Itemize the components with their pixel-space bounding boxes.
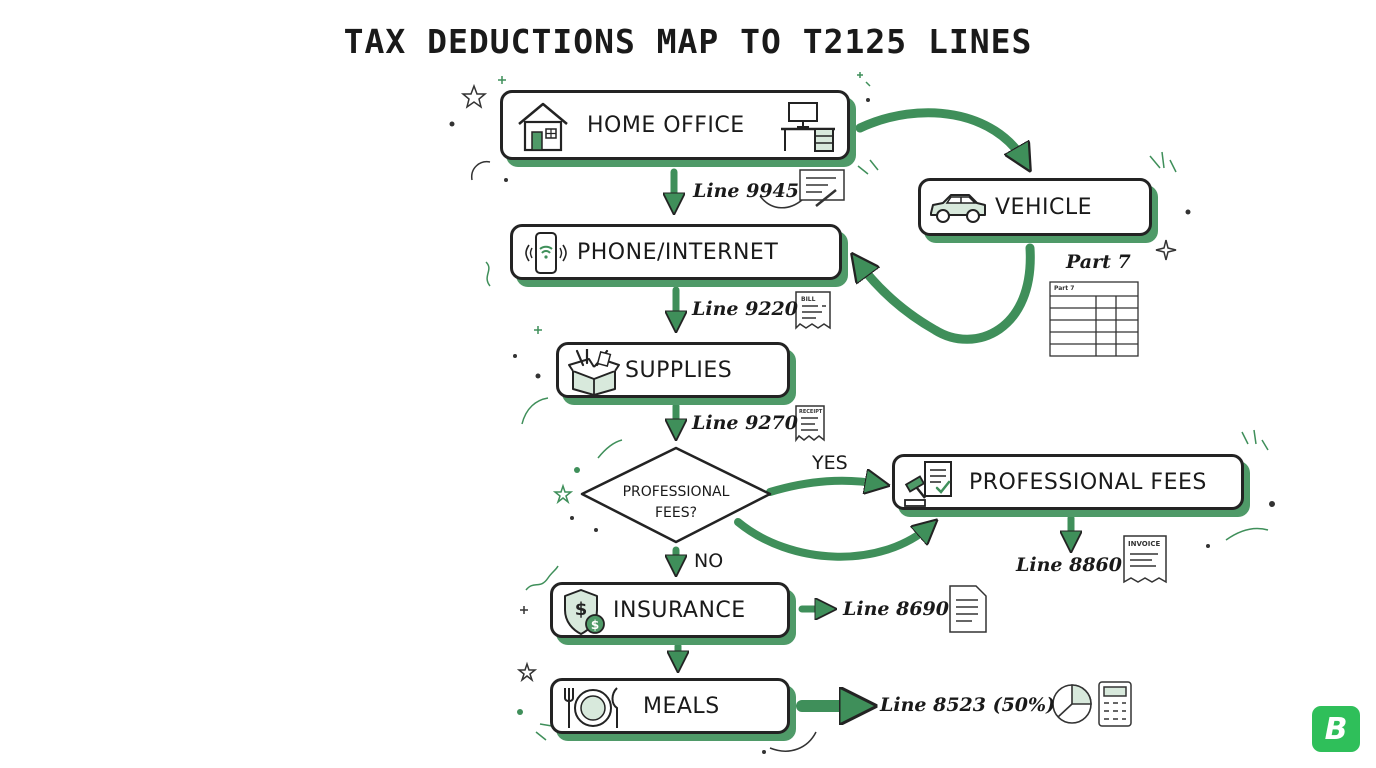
vehicle-part7-label: Part 7 xyxy=(1066,251,1131,273)
insurance-line-label: Line 8690 xyxy=(843,598,949,620)
decision-line-2: FEES? xyxy=(654,505,698,521)
supplies-box: SUPPLIES xyxy=(556,342,790,398)
page-title: TAX DEDUCTIONS MAP TO T2125 LINES xyxy=(343,22,1033,61)
arrow-yes-to-professional xyxy=(766,481,880,496)
decision-diamond xyxy=(580,446,772,544)
svg-text:$: $ xyxy=(591,618,599,632)
bill-document-icon xyxy=(795,291,831,330)
home-office-line-label: Line 9945 xyxy=(693,180,799,202)
invoice-doc-caption: INVOICE xyxy=(1128,540,1161,548)
decision-line-1: PROFESSIONAL xyxy=(622,484,730,500)
professional-fees-box: PROFESSIONAL FEES xyxy=(892,454,1244,510)
meals-label: MEALS xyxy=(643,693,720,719)
invoice-document-icon xyxy=(1123,535,1167,584)
doodle-arrow-icon xyxy=(759,195,803,209)
house-icon xyxy=(518,102,568,152)
decorative-dots xyxy=(449,98,1275,754)
part7-form-caption: Part 7 xyxy=(1054,285,1075,292)
brand-logo: B xyxy=(1312,706,1360,752)
home-office-box: HOME OFFICE xyxy=(500,90,850,160)
phone-internet-box: PHONE/INTERNET xyxy=(510,224,842,280)
home-office-label: HOME OFFICE xyxy=(587,112,745,138)
decision-yes-label: YES xyxy=(812,452,848,474)
vehicle-box: VEHICLE xyxy=(918,178,1152,236)
supply-box-icon xyxy=(568,349,620,395)
decorative-doodles xyxy=(460,72,1269,752)
professional-fees-label: PROFESSIONAL FEES xyxy=(969,469,1207,495)
meals-line-label: Line 8523 (50%) xyxy=(880,694,1056,716)
meals-box: MEALS xyxy=(550,678,790,734)
arrow-vehicle-to-phone xyxy=(858,243,1035,344)
vehicle-label: VEHICLE xyxy=(995,194,1092,220)
bill-doc-caption: BILL xyxy=(801,296,816,303)
legal-document-gavel-icon xyxy=(904,461,952,507)
phone-internet-line-label: Line 9220 xyxy=(692,298,798,320)
insurance-label: INSURANCE xyxy=(613,597,746,623)
phone-wifi-icon xyxy=(525,232,567,274)
plate-cutlery-icon xyxy=(564,687,618,728)
professional-fees-line-label: Line 8860 xyxy=(1016,554,1122,576)
car-icon xyxy=(930,194,986,223)
phone-internet-label: PHONE/INTERNET xyxy=(577,239,779,265)
receipt-doc-caption: RECEIPT xyxy=(799,409,823,415)
decision-no-label: NO xyxy=(694,550,724,572)
decision-text: PROFESSIONAL FEES? xyxy=(596,482,756,524)
supplies-label: SUPPLIES xyxy=(625,357,733,383)
insurance-box: $ $ INSURANCE xyxy=(550,582,790,638)
part7-form-icon xyxy=(1049,281,1139,357)
shield-dollar-icon: $ $ xyxy=(564,589,605,635)
svg-text:$: $ xyxy=(575,599,588,620)
document-lines-icon xyxy=(949,585,987,633)
desk-computer-icon xyxy=(781,102,835,152)
arrow-decision-to-professional-curve xyxy=(734,522,930,561)
form-pen-icon xyxy=(799,169,845,207)
receipt-document-icon xyxy=(795,405,825,443)
supplies-line-label: Line 9270 xyxy=(692,412,798,434)
pie-chart-icon xyxy=(1052,684,1092,724)
arrow-home-to-vehicle xyxy=(855,108,1025,162)
calculator-icon xyxy=(1098,681,1132,727)
